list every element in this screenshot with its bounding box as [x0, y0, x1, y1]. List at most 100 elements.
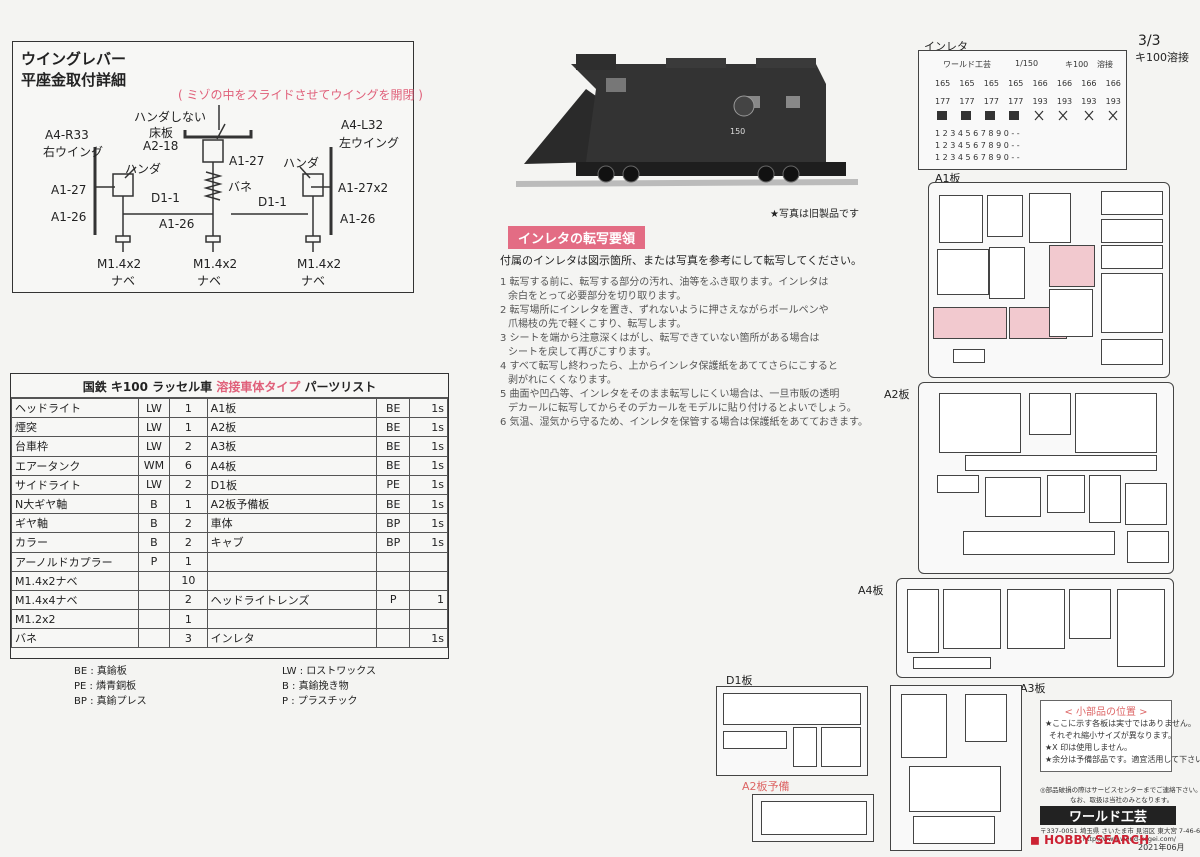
sheet-a2	[918, 382, 1174, 574]
transfer-steps: 1 転写する前に、転写する部分の汚れ、油等をふき取ります。インレタは 余白をとっ…	[500, 276, 868, 430]
parts-cell: 1s	[409, 436, 448, 457]
parts-cell: 1	[169, 551, 208, 572]
parts-cell: B	[137, 493, 171, 515]
label-a4-r33: A4-R33	[45, 128, 89, 142]
a1-part	[933, 307, 1007, 339]
parts-cell: 1	[169, 609, 208, 630]
label-a2-18: A2-18	[143, 139, 179, 153]
inleta-type: 溶接	[1097, 60, 1113, 69]
parts-cell: BP	[375, 532, 411, 553]
a1-part	[1049, 245, 1095, 287]
a2-part	[965, 455, 1157, 471]
transfer-step: 余白をとって必要部分を切り取ります。	[508, 291, 687, 302]
legend-item: P : プラスチック	[282, 696, 358, 707]
transfer-intro: 付属のインレタは図示箇所、または写真を参考にして転写してください。	[500, 254, 863, 267]
parts-title-b: 溶接車体タイプ	[216, 380, 301, 394]
watermark: ◼ HOBBY SEARCH	[1030, 833, 1149, 847]
parts-cell: 1	[169, 397, 208, 419]
inleta-num: 166	[1105, 79, 1121, 88]
label-d1-1-right: D1-1	[258, 195, 287, 209]
parts-cell: 1	[409, 589, 448, 611]
a4-part	[1117, 589, 1165, 667]
parts-cell: ヘッドライトレンズ	[206, 589, 378, 611]
label-handa-shinai: ハンダしない	[134, 110, 207, 124]
a3-part	[909, 766, 1001, 812]
transfer-step: 3 シートを端から注意深くはがし、転写できていない箇所がある場合は	[500, 333, 820, 344]
inleta-num: 166	[1032, 79, 1048, 88]
parts-cell: M1.4x4ナベ	[11, 589, 139, 611]
parts-cell: 1s	[409, 628, 448, 649]
parts-cell: BE	[375, 397, 411, 419]
parts-cell: LW	[137, 417, 171, 438]
parts-cell: LW	[137, 436, 171, 457]
sheet-a2-spare-label: A2板予備	[742, 780, 790, 793]
parts-cell: N大ギヤ軸	[11, 493, 139, 515]
parts-cell: BE	[375, 493, 411, 515]
label-right-wing: 右ウイング	[43, 145, 104, 159]
wing-title-2: 平座金取付詳細	[21, 71, 127, 89]
transfer-step: 1 転写する前に、転写する部分の汚れ、油等をふき取ります。インレタは	[500, 277, 829, 288]
sheet-d1-label: D1板	[726, 674, 753, 687]
d1-part	[821, 727, 861, 767]
parts-cell: M1.4x2ナベ	[11, 570, 139, 591]
a1-part	[953, 349, 985, 363]
parts-cell: B	[137, 532, 171, 553]
parts-cell	[137, 589, 171, 611]
parts-cell: 煙突	[11, 417, 139, 438]
parts-cell	[137, 570, 171, 591]
a4-part	[1069, 589, 1111, 639]
inleta-num: 166	[1056, 79, 1073, 88]
parts-cell: A1板	[206, 397, 378, 419]
legend-item: BP : 真鍮プレス	[74, 696, 147, 707]
a1-part	[939, 195, 983, 243]
transfer-step: 6 気温、湿気から守るため、インレタを保管する場合は保護紙をあてておきます。	[500, 417, 869, 428]
parts-cell	[375, 551, 411, 572]
a1-part	[1101, 191, 1163, 215]
parts-cell: A2板	[206, 417, 378, 438]
a2-spare-part	[761, 801, 867, 835]
sheet-a1-label: A1板	[935, 172, 961, 185]
parts-title-c: パーツリスト	[300, 380, 377, 394]
parts-cell: ギヤ軸	[11, 513, 139, 534]
inleta-num: 177	[935, 97, 951, 106]
a1-part	[987, 195, 1023, 237]
small-parts-title: < 小部品の位置 >	[1064, 707, 1148, 718]
legend-item: B : 真鍮挽き物	[282, 681, 349, 692]
label-handa-left: ハンダ	[125, 162, 162, 176]
a1-part	[1101, 339, 1163, 365]
a1-part	[1101, 245, 1163, 269]
label-a1-26-left: A1-26	[51, 210, 87, 224]
label-nabe-right: ナベ	[301, 274, 326, 288]
parts-cell: 2	[169, 474, 208, 495]
parts-cell: 1	[169, 493, 208, 515]
watermark-logo-icon: ◼	[1030, 833, 1040, 847]
parts-cell: 台車枠	[11, 436, 139, 457]
parts-cell	[206, 609, 378, 630]
label-screw-center: M1.4x2	[193, 257, 238, 271]
a2-part	[985, 477, 1041, 517]
inleta-num: 165	[935, 79, 951, 88]
parts-cell: A2板予備板	[206, 493, 378, 515]
a2-part	[937, 475, 979, 493]
number-plate: 150	[730, 127, 745, 136]
a3-part	[965, 694, 1007, 742]
a1-part	[1101, 273, 1163, 333]
parts-cell: 1s	[409, 474, 448, 495]
watermark-text: HOBBY SEARCH	[1044, 833, 1150, 847]
parts-cell: LW	[137, 474, 171, 495]
parts-cell: BE	[375, 455, 411, 476]
legend-item: BE : 真鍮板	[74, 666, 127, 677]
a1-part	[1101, 219, 1163, 243]
parts-cell	[409, 609, 448, 630]
a4-part	[943, 589, 1001, 649]
parts-cell: 2	[169, 532, 208, 553]
maker-service-2: なお、取扱は当社のみとなります。	[1070, 796, 1174, 804]
maker-name: ワールド工芸	[1040, 806, 1176, 825]
parts-cell	[375, 570, 411, 591]
parts-cell: アーノルドカプラー	[11, 551, 139, 572]
